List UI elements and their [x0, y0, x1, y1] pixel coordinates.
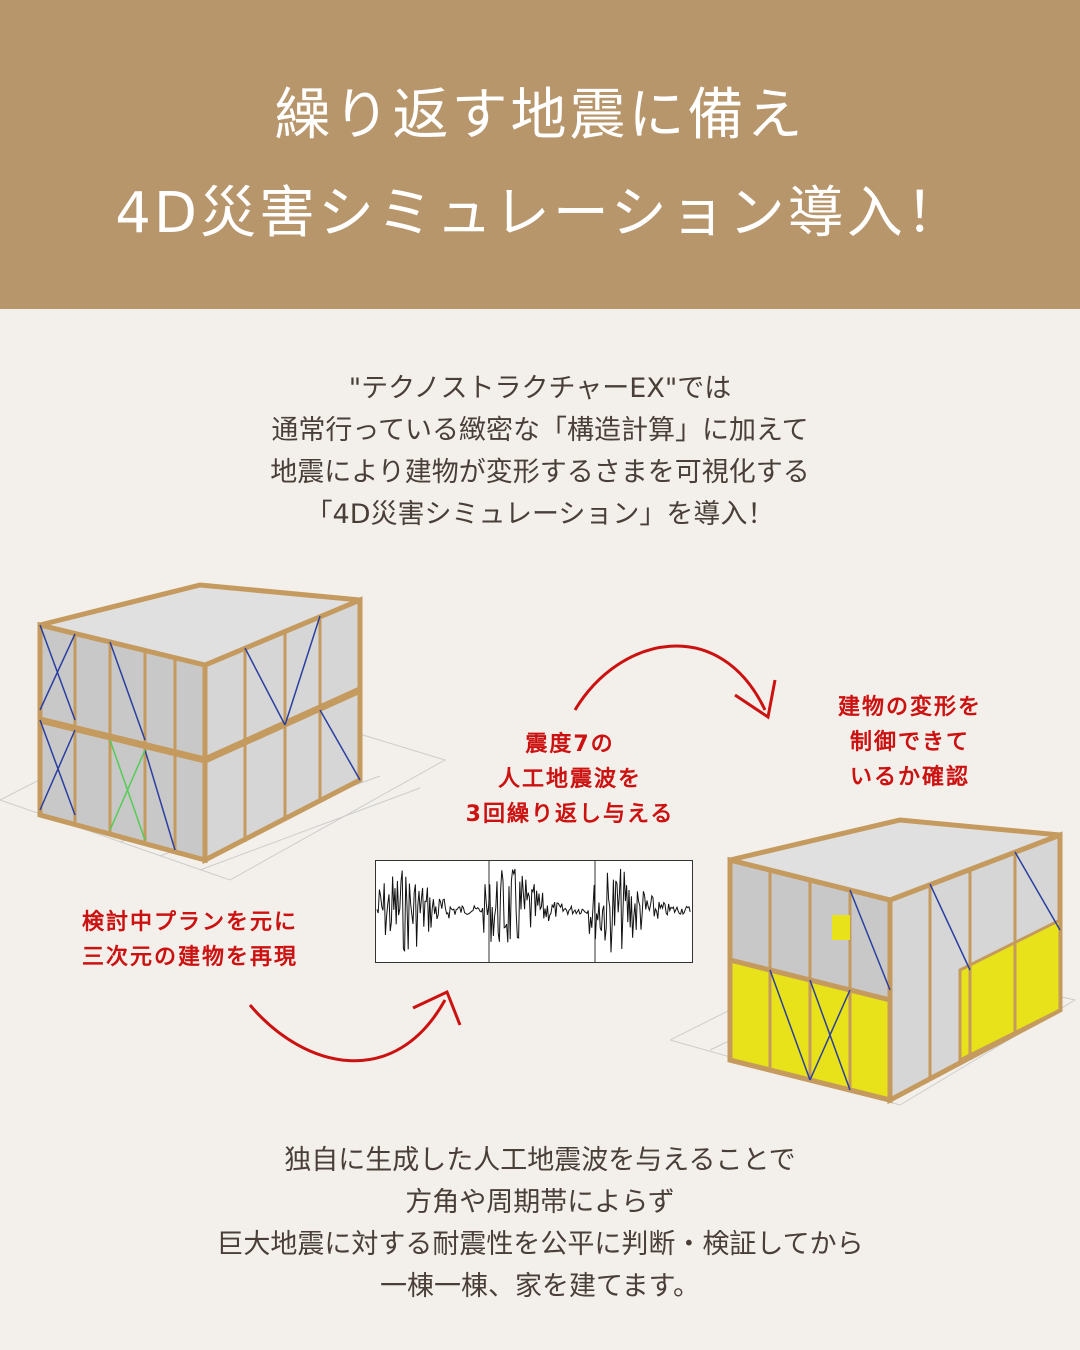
step3-label: 建物の変形を 制御できて いるか確認 [800, 690, 1020, 795]
arrow-up-icon [573, 644, 777, 720]
building-model-original [0, 582, 447, 881]
intro-line: 「4D災害シミュレーション」を導入！ [305, 499, 775, 530]
closing-line: 一棟一棟、家を建てます。 [380, 1271, 700, 1302]
intro-line: "テクノストラクチャーEX"では [348, 373, 732, 404]
closing-line: 巨大地震に対する耐震性を公平に判断・検証してから [216, 1229, 864, 1260]
label-line: 3回繰り返し与える [465, 802, 675, 827]
headline-line-2: 4D災害シミュレーション導入！ [115, 181, 965, 246]
seismic-waveform [375, 860, 693, 963]
label-line: 三次元の建物を再現 [81, 945, 298, 970]
closing-line: 方角や周期帯によらず [405, 1187, 675, 1218]
label-line: 震度7の [525, 732, 615, 757]
intro-text: "テクノストラクチャーEX"では 通常行っている緻密な「構造計算」に加えて 地震… [0, 368, 1080, 536]
label-line: いるか確認 [849, 765, 970, 790]
intro-line: 通常行っている緻密な「構造計算」に加えて [271, 415, 809, 446]
header-banner: 繰り返す地震に備え 4D災害シミュレーション導入！ [0, 0, 1080, 309]
intro-line: 地震により建物が変形するさまを可視化する [270, 457, 810, 488]
label-line: 建物の変形を [837, 695, 982, 720]
building-model-deformed [670, 817, 1077, 1106]
label-line: 人工地震波を [497, 767, 642, 792]
arrow-right-icon [248, 989, 462, 1063]
closing-line: 独自に生成した人工地震波を与えることで [284, 1145, 796, 1176]
step2-label: 震度7の 人工地震波を 3回繰り返し与える [430, 727, 710, 832]
headline-line-1: 繰り返す地震に備え [274, 83, 806, 148]
label-line: 制御できて [849, 730, 970, 755]
step1-label: 検討中プランを元に 三次元の建物を再現 [60, 905, 320, 975]
closing-text: 独自に生成した人工地震波を与えることで 方角や周期帯によらず 巨大地震に対する耐… [0, 1140, 1080, 1308]
label-line: 検討中プランを元に [81, 910, 298, 935]
